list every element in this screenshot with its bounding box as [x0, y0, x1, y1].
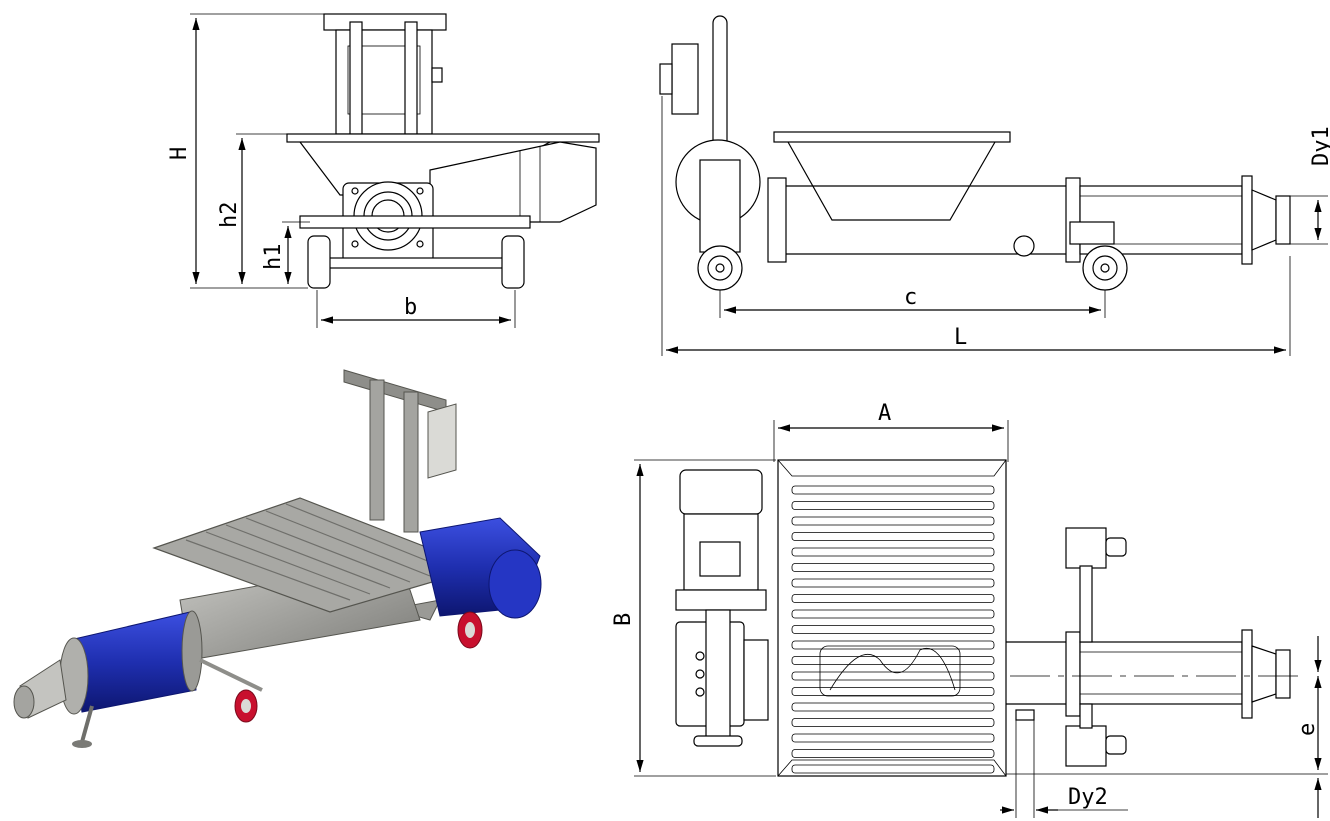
grate-bar — [791, 718, 995, 727]
dim-H-label: H — [167, 147, 192, 160]
dim-c-label: c — [904, 285, 917, 310]
grate-bar — [791, 594, 995, 603]
handle-bar — [323, 13, 447, 31]
hopper-plate — [286, 133, 600, 143]
side-control-box — [671, 43, 699, 115]
dim-h1-label: h1 — [261, 244, 286, 271]
side-wheel-left — [697, 245, 743, 291]
grate-bar — [791, 764, 995, 774]
front-view: H h2 h1 b — [167, 13, 600, 328]
top-caster-lower — [1065, 725, 1107, 767]
side-view: Dy1 c L — [659, 15, 1330, 356]
grate-bar — [791, 733, 995, 743]
grate-bar — [791, 532, 995, 541]
motor-body — [429, 141, 597, 223]
grate-bar — [791, 749, 995, 758]
top-motor-cap — [679, 469, 763, 515]
grate-bar — [791, 625, 995, 634]
side-hopper-plate — [773, 131, 1011, 143]
top-barrel — [1079, 641, 1243, 705]
grate-bar — [791, 547, 995, 557]
grate-bar — [791, 578, 995, 588]
grate-bar — [791, 485, 995, 495]
grate-bar — [791, 640, 995, 650]
dim-Dy2-label: Dy2 — [1068, 785, 1108, 810]
top-caster-upper — [1065, 527, 1107, 569]
grate-bar — [791, 702, 995, 712]
grate-bar — [791, 501, 995, 510]
grate-bar — [791, 609, 995, 619]
dim-A-label: A — [878, 401, 891, 426]
grate-bar — [791, 563, 995, 572]
wheel-right — [501, 235, 525, 289]
grate-bars — [791, 485, 995, 774]
grate-bar — [791, 516, 995, 526]
pump-3d-render-icon — [13, 369, 542, 748]
render-barrel — [69, 611, 197, 713]
auger-screw — [819, 645, 961, 697]
dim-b-label: b — [404, 295, 417, 320]
dim-h2-label: h2 — [217, 202, 242, 229]
dim-L-label: L — [954, 325, 967, 350]
dim-e-label: e — [1295, 723, 1320, 736]
grate-bar — [791, 656, 995, 665]
grate-bar — [791, 687, 995, 696]
wheel-left — [307, 235, 331, 289]
top-view: A B Dy2 e — [611, 401, 1328, 818]
top-outlet — [1275, 649, 1291, 699]
side-wheel-right — [1082, 245, 1128, 291]
grate-bar — [791, 671, 995, 681]
outlet-port — [1275, 195, 1291, 245]
dim-Dy1-label: Dy1 — [1309, 126, 1330, 166]
dim-B-label: B — [611, 613, 636, 626]
